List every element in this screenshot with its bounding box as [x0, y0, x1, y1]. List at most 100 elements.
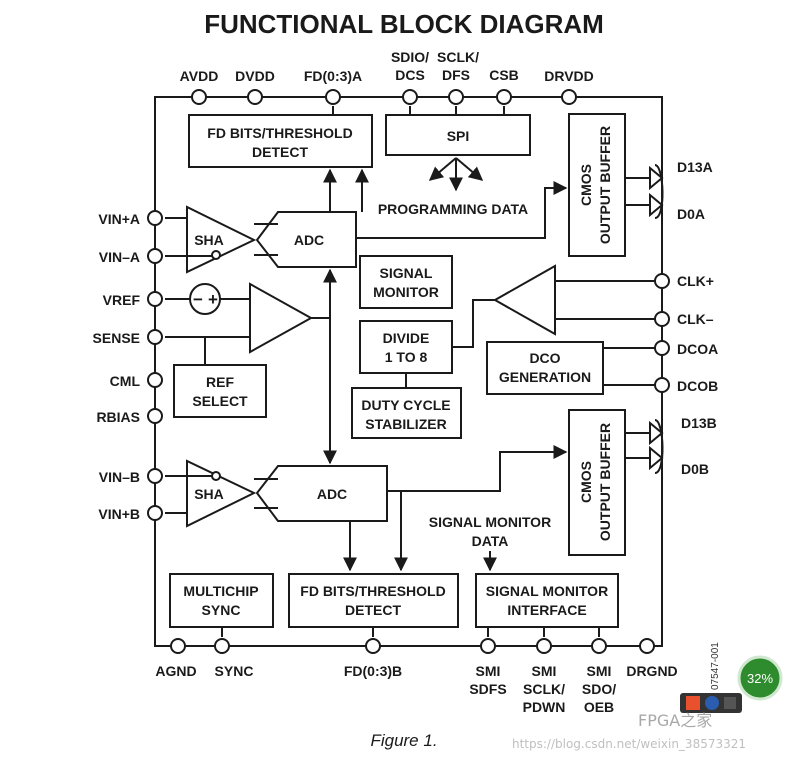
- pin-label-clk-minus: CLK–: [677, 311, 714, 327]
- pin-label-dvdd: DVDD: [235, 68, 275, 84]
- ref-select-block: [173, 364, 267, 418]
- drvdd-pin: [561, 89, 577, 105]
- menu-icon[interactable]: [724, 697, 736, 709]
- signal-monitor-label-1: SIGNAL: [380, 265, 433, 281]
- smi-interface-label-1: SIGNAL MONITOR: [486, 583, 608, 599]
- multichip-label-2: SYNC: [202, 602, 241, 618]
- sdio-pin: [402, 89, 418, 105]
- pin-label-d13a: D13A: [677, 159, 713, 175]
- clk-minus-pin: [654, 311, 670, 327]
- pin-label-d0a: D0A: [677, 206, 705, 222]
- figure-id: 07547-001: [710, 642, 721, 690]
- avdd-pin: [191, 89, 207, 105]
- pin-label-vref: VREF: [103, 292, 141, 308]
- divide-block: [359, 320, 453, 374]
- pin-label-smi-sdo-1: SMI: [587, 663, 612, 679]
- programming-data-label: PROGRAMMING DATA: [378, 201, 528, 217]
- cml-pin: [147, 372, 163, 388]
- ref-amp-triangle: [249, 282, 314, 354]
- fd-b-pin: [365, 638, 381, 654]
- smi-interface-label-2: INTERFACE: [507, 602, 586, 618]
- spi-arrow-right: [455, 157, 484, 181]
- pin-label-drvdd: DRVDD: [544, 68, 594, 84]
- pin-label-dcoa: DCOA: [677, 341, 718, 357]
- sha-b-label: SHA: [194, 486, 224, 502]
- pin-label-sense: SENSE: [93, 330, 140, 346]
- pin-label-clk-plus: CLK+: [677, 273, 714, 289]
- sha-a-label: SHA: [194, 232, 224, 248]
- figure-caption: Figure 1.: [370, 731, 437, 750]
- drgnd-pin: [639, 638, 655, 654]
- smi-data-label-2: DATA: [472, 533, 509, 549]
- cmos-a-label-1: CMOS: [578, 164, 594, 206]
- bus-b-upper: [625, 420, 664, 446]
- signal-monitor-label-2: MONITOR: [373, 284, 439, 300]
- pin-label-sdio-2: DCS: [395, 67, 425, 83]
- pin-label-sclk-1: SCLK/: [437, 49, 479, 65]
- smi-sdfs-pin: [480, 638, 496, 654]
- bus-b-lower: [625, 445, 664, 471]
- pin-label-dcob: DCOB: [677, 378, 718, 394]
- cmos-b-label-1: CMOS: [578, 461, 594, 503]
- sclk-pin: [448, 89, 464, 105]
- watermark-url: https://blog.csdn.net/weixin_38573321: [512, 737, 746, 751]
- pin-label-csb: CSB: [489, 67, 519, 83]
- cmos-b-label-2: OUTPUT BUFFER: [597, 423, 613, 541]
- help-icon[interactable]: [705, 696, 719, 710]
- bus-b-bracket: [654, 419, 664, 474]
- signal-monitor-block: [359, 255, 453, 309]
- duty-label-2: STABILIZER: [365, 416, 446, 432]
- pin-label-rbias: RBIAS: [96, 409, 140, 425]
- adc-a-to-cmos-arrow: [356, 181, 568, 239]
- bus-a-upper: [625, 165, 664, 191]
- pin-label-d13b: D13B: [681, 415, 717, 431]
- agnd-pin: [170, 638, 186, 654]
- sum-plus-sign: +: [208, 290, 218, 309]
- pin-label-smi-sclk-2: SCLK/: [523, 681, 565, 697]
- pin-label-smi-sclk-3: PDWN: [523, 699, 566, 715]
- vin-minus-b-pin: [147, 468, 163, 484]
- dcoa-pin: [654, 340, 670, 356]
- dcob-pin: [654, 377, 670, 393]
- pin-label-agnd: AGND: [155, 663, 196, 679]
- pin-label-smi-sdo-2: SDO/: [582, 681, 616, 697]
- pin-label-vin-plus-a: VIN+A: [98, 211, 140, 227]
- spi-block: [385, 114, 531, 156]
- spi-arrow-left: [428, 157, 457, 181]
- clk-plus-pin: [654, 273, 670, 289]
- pin-label-drgnd: DRGND: [626, 663, 677, 679]
- s-app-icon[interactable]: [686, 696, 700, 710]
- divide-label-2: 1 TO 8: [385, 349, 428, 365]
- pin-label-smi-sdfs-2: SDFS: [469, 681, 506, 697]
- ref-label-2: SELECT: [192, 393, 248, 409]
- pin-label-smi-sclk-1: SMI: [532, 663, 557, 679]
- adc-a-block: [255, 211, 357, 268]
- cmos-buffer-b: [568, 409, 626, 556]
- pin-label-vin-minus-b: VIN–B: [99, 469, 140, 485]
- pin-label-sync: SYNC: [215, 663, 254, 679]
- dvdd-pin: [247, 89, 263, 105]
- fd-bits-a-block: [188, 114, 373, 168]
- pin-label-vin-plus-b: VIN+B: [98, 506, 140, 522]
- pin-label-sdio-1: SDIO/: [391, 49, 429, 65]
- spi-label: SPI: [447, 128, 470, 144]
- pin-label-vin-minus-a: VIN–A: [99, 249, 140, 265]
- smi-data-label-1: SIGNAL MONITOR: [429, 514, 551, 530]
- sense-pin: [147, 329, 163, 345]
- rbias-pin: [147, 408, 163, 424]
- fd-b-label-1: FD BITS/THRESHOLD: [300, 583, 445, 599]
- fd-a-pin: [325, 89, 341, 105]
- multichip-sync-block: [169, 573, 274, 628]
- pin-label-d0b: D0B: [681, 461, 709, 477]
- cmos-buffer-a: [568, 113, 626, 257]
- zoom-badge[interactable]: [737, 655, 783, 701]
- smi-sclk-pin: [536, 638, 552, 654]
- cmos-a-label-2: OUTPUT BUFFER: [597, 126, 613, 244]
- signal-monitor-interface-block: [475, 573, 619, 628]
- clock-buffer-triangle: [492, 264, 556, 336]
- ref-label-1: REF: [206, 374, 234, 390]
- csb-pin: [496, 89, 512, 105]
- pin-label-smi-sdo-3: OEB: [584, 699, 614, 715]
- bus-a-lower: [625, 192, 664, 218]
